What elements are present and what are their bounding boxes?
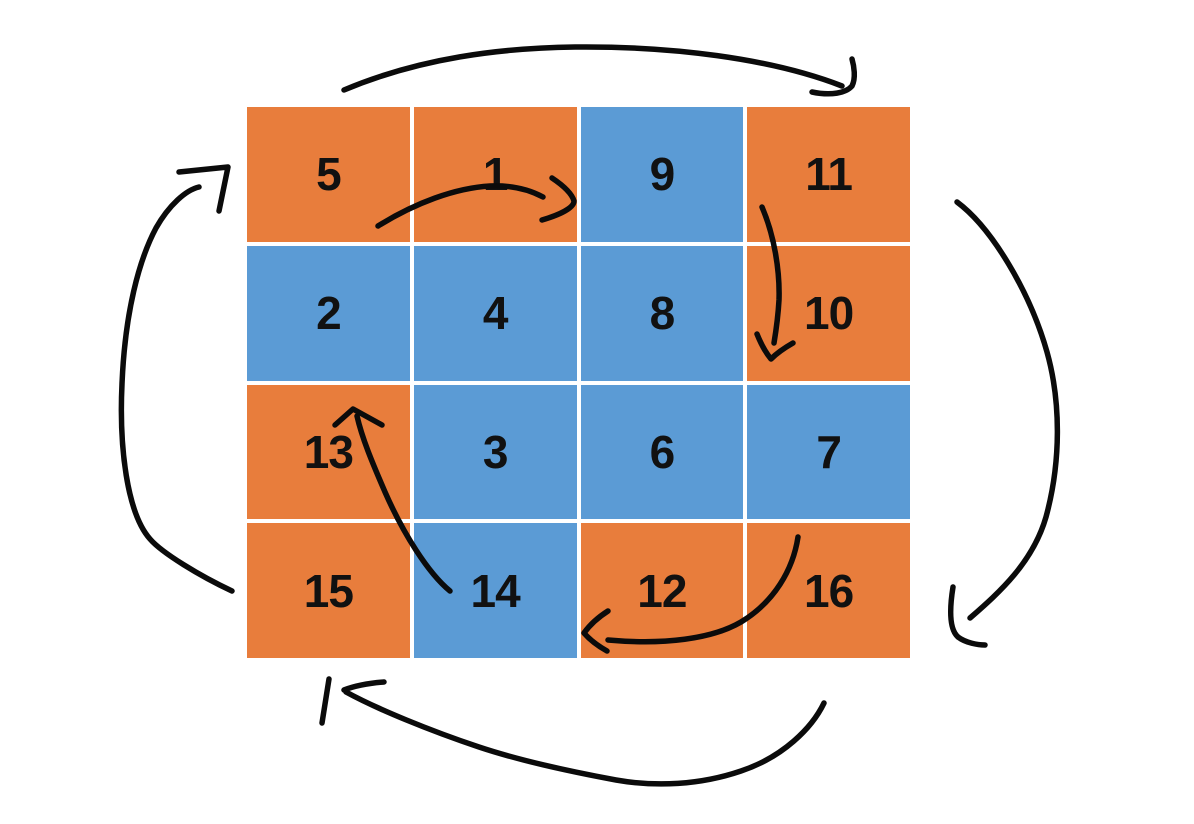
cell-12: 12 [580,523,744,658]
cell-6-label: 6 [649,425,676,478]
outer-right-arrowhead-icon [947,584,988,648]
cell-4: 4 [413,245,577,381]
cell-1: 1 [413,107,577,242]
cell-13: 13 [247,384,410,520]
cell-2: 2 [247,245,410,381]
cell-14-label: 14 [470,564,521,617]
cell-7-label: 7 [816,425,842,478]
cell-16: 16 [747,523,910,658]
outer-left-arrowhead-icon [176,164,231,214]
cell-15: 15 [247,523,410,658]
cell-16-label: 16 [804,564,854,617]
outer-left-arrow [118,184,235,594]
cell-5: 5 [247,107,410,242]
outer-top-arrow [341,44,845,93]
cell-6: 6 [580,384,744,520]
outer-bottom-arrowhead-tick [319,676,332,726]
outer-top-arrowhead-icon [809,56,858,97]
cell-14: 14 [413,523,577,658]
cell-15-label: 15 [303,564,354,617]
cell-8-label: 8 [649,287,676,340]
number-grid: 5 1 9 11 2 4 8 10 13 3 6 7 15 14 12 16 [247,107,910,658]
cell-7: 7 [747,384,910,520]
cell-9-label: 9 [649,148,676,201]
cell-8: 8 [580,245,744,381]
outer-bottom-arrowhead-icon [341,679,387,693]
cell-11-label: 11 [805,148,853,201]
cell-4-label: 4 [482,287,509,340]
cell-3: 3 [413,384,577,520]
outer-right-arrow [954,199,1061,621]
cell-10-label: 10 [804,287,854,340]
cell-2-label: 2 [316,287,342,340]
cell-5-label: 5 [316,148,342,201]
cell-11: 11 [747,107,910,242]
cell-9: 9 [580,107,744,242]
cell-10: 10 [747,245,910,381]
cell-13-label: 13 [303,425,354,478]
cell-1-label: 1 [482,148,509,201]
cell-3-label: 3 [482,425,509,478]
outer-bottom-arrow [343,689,827,787]
cell-12-label: 12 [637,564,687,617]
